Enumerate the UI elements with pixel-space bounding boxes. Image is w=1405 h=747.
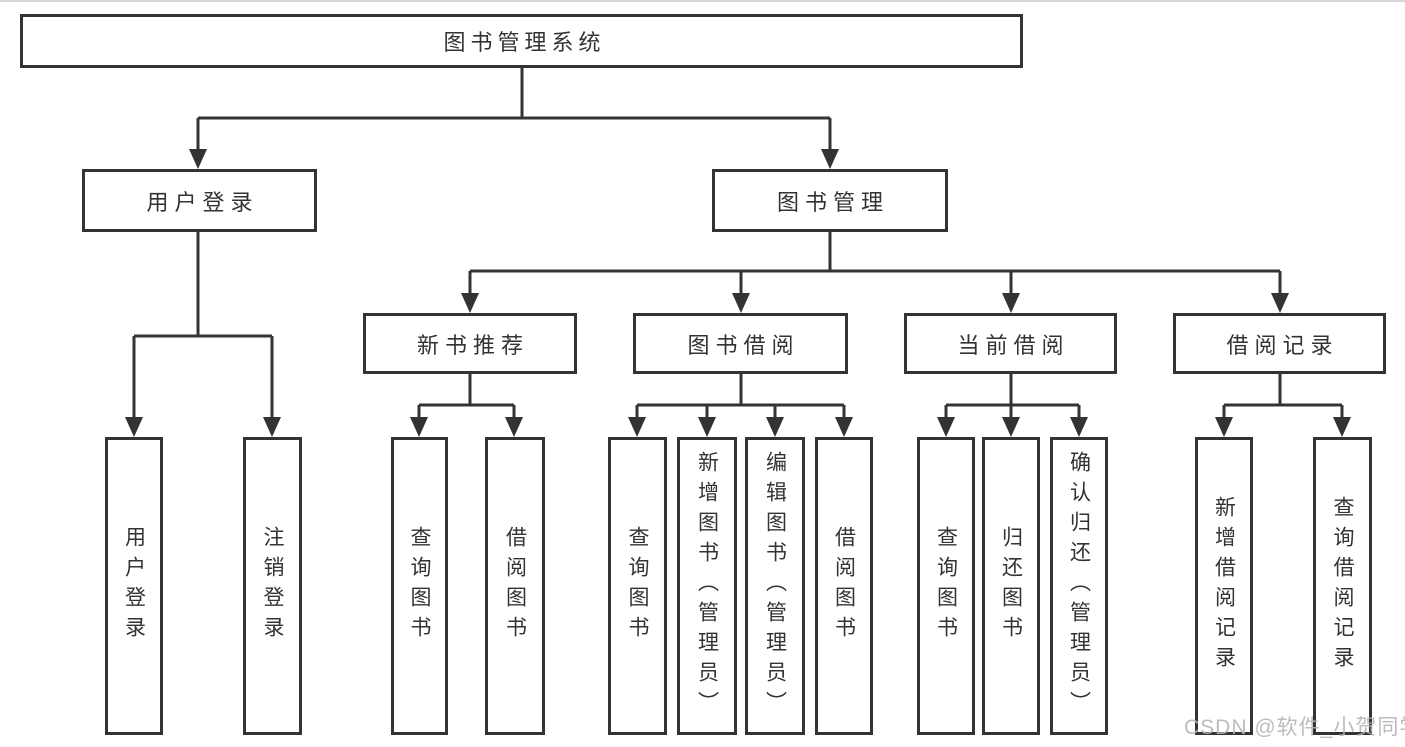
leaf-add-book-admin: 新增图书（管理员） <box>677 437 737 735</box>
node-label: 查询图书 <box>626 526 649 646</box>
node-label: 查询图书 <box>408 526 431 646</box>
node-user-login-group: 用户登录 <box>82 169 317 232</box>
node-label: 注销登录 <box>261 526 284 646</box>
leaf-edit-book-admin: 编辑图书（管理员） <box>745 437 805 735</box>
node-label: 归还图书 <box>999 526 1023 646</box>
leaf-borrow-book-b: 借阅图书 <box>815 437 873 735</box>
node-current-borrowing: 当前借阅 <box>904 313 1117 374</box>
node-root-library-management-system: 图书管理系统 <box>20 14 1023 68</box>
node-label: 图书管理 <box>776 189 889 215</box>
node-label: 编辑图书（管理员） <box>763 451 787 721</box>
connector-book-borrowing <box>628 374 853 437</box>
watermark: CSDN @软件_小贺同学 <box>1184 716 1405 739</box>
leaf-user-login: 用户登录 <box>105 437 163 735</box>
connector-user-login-group <box>125 232 281 437</box>
leaf-query-book-b: 查询图书 <box>608 437 667 735</box>
node-label: 确认归还（管理员） <box>1067 451 1091 721</box>
node-borrowing-records: 借阅记录 <box>1173 313 1386 374</box>
node-label: 新增借阅记录 <box>1212 496 1236 676</box>
node-label: 借阅记录 <box>1226 332 1339 358</box>
leaf-borrow-book-a: 借阅图书 <box>485 437 545 735</box>
node-label: 新书推荐 <box>416 332 529 358</box>
leaf-return-book: 归还图书 <box>982 437 1040 735</box>
node-label: 当前借阅 <box>957 332 1070 358</box>
connector-root-to-level2 <box>189 67 839 169</box>
node-label: 借阅图书 <box>832 526 856 646</box>
page-top-hairline <box>0 0 1405 2</box>
leaf-add-borrow-record: 新增借阅记录 <box>1195 437 1253 735</box>
leaf-logout: 注销登录 <box>243 437 302 735</box>
node-book-management-group: 图书管理 <box>712 169 948 232</box>
leaf-confirm-return-admin: 确认归还（管理员） <box>1050 437 1108 735</box>
node-label: 用户登录 <box>122 526 146 646</box>
connector-borrowing-records <box>1215 374 1351 437</box>
node-label: 新增图书（管理员） <box>695 451 719 721</box>
node-new-book-recommend: 新书推荐 <box>363 313 577 374</box>
connector-new-book-recommend <box>410 374 523 437</box>
node-label: 图书借阅 <box>687 332 800 358</box>
leaf-query-borrow-record: 查询借阅记录 <box>1313 437 1372 735</box>
connector-current-borrowing <box>937 374 1088 437</box>
node-label: 用户登录 <box>146 189 259 215</box>
connector-book-management-group <box>461 232 1289 313</box>
node-label: 查询借阅记录 <box>1331 496 1354 676</box>
node-label: 查询图书 <box>934 526 958 646</box>
leaf-query-book-a: 查询图书 <box>391 437 448 735</box>
node-book-borrowing: 图书借阅 <box>633 313 848 374</box>
node-label: 借阅图书 <box>503 526 527 646</box>
leaf-query-book-c: 查询图书 <box>917 437 975 735</box>
node-label: 图书管理系统 <box>443 30 606 55</box>
